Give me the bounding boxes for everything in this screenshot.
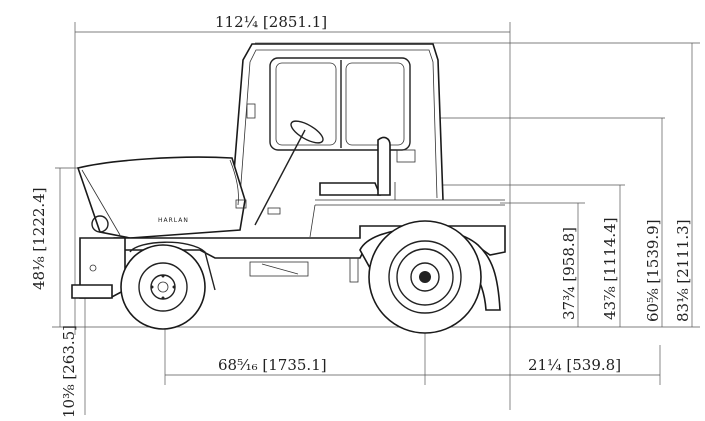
front-bumper (71, 284, 113, 299)
overall-length-label: 112¼ [2851.1] (215, 13, 327, 31)
wheelbase-label: 68⁵⁄₁₆ [1735.1] (218, 356, 327, 374)
tractor-body (71, 43, 506, 311)
side-lamp (396, 149, 416, 163)
height-43-label: 43⅞ [1114.4] (601, 217, 619, 320)
rear-overhang-label: 21¼ [539.8] (528, 356, 621, 374)
step-box (249, 261, 309, 277)
steering-wheel-icon (290, 120, 324, 144)
front-wheel (120, 244, 206, 330)
rear-wheel (368, 220, 482, 334)
brand-label: HARLAN (158, 217, 189, 224)
cab-window (269, 57, 411, 151)
overall-height-label: 83⅛ [2111.3] (674, 219, 692, 322)
cab-outline (231, 43, 444, 201)
steering-column (254, 129, 306, 226)
hood-height-label: 48⅛ [1222.4] (30, 187, 48, 290)
dimension-labels: 112¼ [2851.1] 68⁵⁄₁₆ [1735.1] 21¼ [539.8… (30, 13, 692, 418)
seat (319, 182, 382, 196)
height-37-label: 37¾ [958.8] (560, 227, 578, 320)
hood (76, 156, 246, 239)
ground-to-hitch-label: 10⅜ [263.5] (60, 325, 78, 418)
height-60-label: 60⅝ [1539.9] (644, 219, 662, 322)
headlight (91, 215, 109, 233)
